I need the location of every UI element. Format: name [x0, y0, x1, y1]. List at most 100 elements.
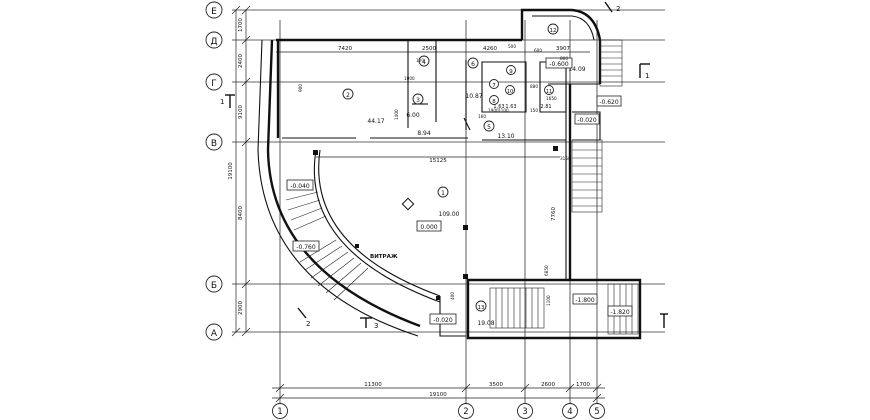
svg-text:5: 5: [487, 124, 491, 131]
svg-text:-1.800: -1.800: [575, 297, 595, 304]
svg-text:6: 6: [471, 61, 475, 68]
svg-text:12: 12: [550, 28, 557, 34]
svg-text:3150: 3150: [560, 156, 571, 161]
area-room-6: 10.87: [465, 93, 482, 100]
axis-bubble-V: В: [205, 133, 223, 151]
level-mark-right-stair: -0.620: [596, 95, 622, 107]
section-mark-3-right: [660, 313, 668, 328]
room-bubble-13: 13: [475, 300, 487, 312]
main-span-dimension: 15125: [429, 158, 447, 164]
room-bubble-5: 5: [483, 120, 495, 132]
dim-bottom-2: 3500: [489, 382, 503, 388]
stairs-upper-right: [599, 39, 623, 87]
axis-bubble-E: Е: [205, 1, 223, 19]
room-bubble-12: 12: [547, 23, 559, 35]
axis-bubble-3: 3: [517, 403, 533, 419]
level-mark-stair-bottom-1: -1.800: [572, 293, 598, 305]
svg-text:1: 1: [645, 72, 649, 80]
svg-text:3: 3: [374, 322, 378, 330]
dim-left-4: 8400: [238, 206, 244, 220]
svg-text:А: А: [211, 329, 218, 339]
dim-bottom-1: 11300: [364, 382, 382, 388]
top-dimension-chain: 7420 2500 4260 3907: [276, 46, 590, 53]
exterior-walls: [257, 8, 642, 340]
level-mark-vestibule: -0.020: [574, 113, 600, 125]
svg-text:-1.820: -1.820: [610, 309, 630, 316]
room-bubble-11: 11: [544, 85, 554, 95]
dim-left-1: 1700: [238, 18, 244, 32]
svg-text:-0.020: -0.020: [433, 317, 453, 324]
svg-text:-0.600: -0.600: [549, 61, 569, 68]
axis-bubble-G: Г: [205, 73, 223, 91]
svg-text:2: 2: [463, 407, 468, 417]
level-mark-left-upper: -0.040: [286, 179, 314, 191]
dim-top-1: 7420: [338, 46, 352, 52]
column-diamond: [401, 197, 415, 211]
room-bubble-7: 7: [489, 79, 499, 89]
svg-text:1650: 1650: [546, 96, 557, 101]
svg-text:-0.760: -0.760: [296, 244, 316, 251]
area-room-8: 1.63: [505, 104, 516, 110]
area-room-3: 6.00: [406, 112, 420, 119]
svg-text:0.000: 0.000: [420, 224, 437, 231]
stairs-left-curved: [285, 191, 369, 301]
svg-text:5: 5: [594, 407, 599, 417]
svg-text:8: 8: [492, 99, 496, 105]
section-mark-2-top: 2: [604, 1, 620, 13]
svg-text:Е: Е: [211, 7, 217, 17]
svg-text:900: 900: [298, 84, 303, 92]
svg-text:-0.040: -0.040: [290, 183, 310, 190]
dim-top-4: 3907: [556, 46, 570, 52]
small-dimensions: 120 1100 1900 880 1650 800 1000 900 500 …: [298, 44, 571, 306]
area-room-12: 14.09: [568, 66, 585, 73]
svg-text:-0.620: -0.620: [599, 99, 619, 106]
room-bubble-9: 9: [506, 65, 516, 75]
svg-text:Б: Б: [211, 281, 217, 291]
svg-text:1000: 1000: [404, 76, 415, 81]
dim-bottom-3: 2600: [541, 382, 555, 388]
dim-left-2: 2400: [238, 54, 244, 68]
svg-text:2: 2: [616, 5, 620, 13]
svg-text:120: 120: [416, 58, 424, 63]
svg-text:1100: 1100: [498, 108, 509, 113]
dim-left-3: 9100: [238, 105, 244, 119]
columns: [313, 146, 558, 300]
section-mark-1-left: 1: [220, 94, 235, 108]
area-room-1: 109.00: [439, 211, 460, 218]
svg-text:500: 500: [508, 44, 516, 49]
axis-bubble-4: 4: [562, 403, 578, 419]
axis-bubble-5: 5: [589, 403, 605, 419]
stairs-right-mid: [571, 139, 603, 213]
room-bubble-1: 1: [437, 186, 449, 198]
room-bubble-3: 3: [412, 93, 424, 105]
area-room-5: 8.94: [417, 130, 431, 137]
svg-text:4: 4: [422, 59, 426, 66]
svg-text:880: 880: [530, 84, 538, 89]
area-room-13: 19.08: [477, 320, 494, 327]
room-bubble-6: 6: [467, 57, 479, 69]
room-bubble-2: 2: [342, 88, 354, 100]
svg-text:1: 1: [220, 98, 224, 106]
room-bubble-10: 10: [505, 85, 515, 95]
svg-text:160: 160: [478, 114, 486, 119]
area-room-7: 1.63: [493, 104, 504, 110]
svg-text:В: В: [211, 139, 217, 149]
svg-text:2: 2: [306, 320, 310, 328]
level-mark-stair-bottom-2: -1.820: [607, 305, 633, 317]
section-mark-2-bottom: 2: [297, 307, 310, 328]
dim-top-2: 2500: [422, 46, 436, 52]
svg-text:1900: 1900: [488, 108, 499, 113]
axis-bubble-A: А: [205, 323, 223, 341]
svg-text:3: 3: [416, 97, 420, 104]
area-room-9: 2.81: [540, 104, 551, 110]
svg-text:Г: Г: [211, 79, 217, 89]
svg-text:600: 600: [534, 48, 542, 53]
svg-text:3: 3: [522, 407, 527, 417]
stair-height-dimension: 7760: [551, 207, 557, 221]
axis-bubble-B: Б: [205, 275, 223, 293]
room-bubble-4: 4: [418, 55, 430, 67]
area-room-5b: 13.10: [497, 133, 514, 140]
area-room-2: 44.17: [367, 118, 384, 125]
svg-text:-0.020: -0.020: [577, 117, 597, 124]
